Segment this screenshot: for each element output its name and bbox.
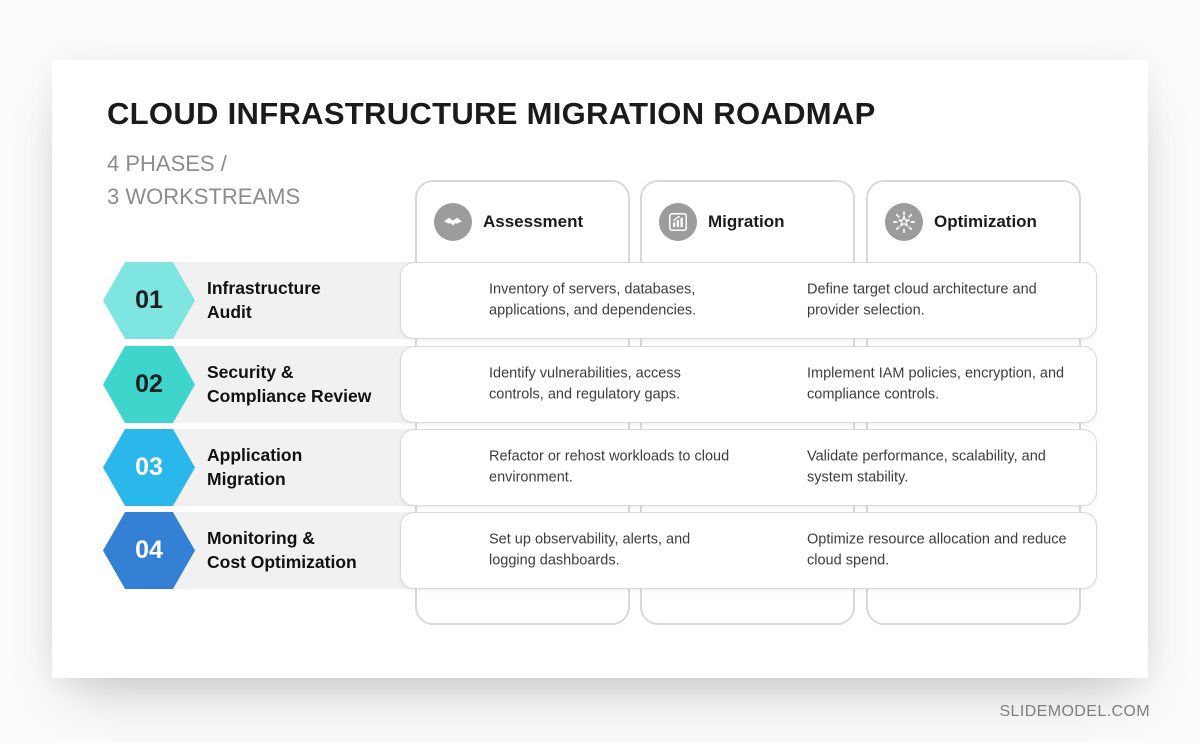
bar-chart-icon <box>659 203 697 241</box>
subtitle: 4 PHASES / 3 WORKSTREAMS <box>107 148 427 213</box>
workstream-label: Optimization <box>934 212 1037 231</box>
phase-04-hexagon: 04 <box>103 512 195 589</box>
phase-03-hexagon: 03 <box>103 429 195 506</box>
assessment-cell: Set up observability, alerts, and loggin… <box>489 530 691 569</box>
phase-number: 01 <box>135 286 163 314</box>
brand-watermark: SLIDEMODEL.COM <box>999 703 1150 720</box>
optimization-cell: Implement IAM policies, encryption, and … <box>807 364 1065 403</box>
phase-label-line-2: Audit <box>207 301 252 322</box>
subtitle-line-2: 3 WORKSTREAMS <box>107 183 301 209</box>
phase-label-line-1: Application <box>207 445 303 466</box>
phase-label-line-1: Monitoring & <box>207 528 315 549</box>
phase-label: Monitoring & Cost Optimization <box>207 512 422 589</box>
phase-row-strip <box>150 512 420 589</box>
slide: CLOUD INFRASTRUCTURE MIGRATION ROADMAP 4… <box>52 60 1148 678</box>
phase-02-hexagon: 02 <box>103 346 195 423</box>
subtitle-line-1: 4 PHASES / <box>107 151 227 176</box>
workstream-header: Migration <box>642 182 853 241</box>
optimization-cell: Optimize resource allocation and reduce … <box>807 530 1067 569</box>
phase-label-line-2: Compliance Review <box>207 385 372 406</box>
phase-row-strip <box>150 262 420 339</box>
phase-label-line-1: Security & <box>207 362 294 383</box>
phase-label-line-1: Infrastructure <box>207 278 321 299</box>
workstream-label: Assessment <box>483 212 584 231</box>
phase-row-strip <box>150 429 420 506</box>
phase-label: Application Migration <box>207 429 422 506</box>
starburst-icon <box>885 203 923 241</box>
assessment-cell: Refactor or rehost workloads to cloud en… <box>489 447 730 486</box>
phase-row-card: Set up observability, alerts, and loggin… <box>400 512 1097 589</box>
handshake-icon <box>434 203 472 241</box>
phase-row-strip <box>150 346 420 423</box>
phase-label-line-2: Cost Optimization <box>207 551 357 572</box>
phase-number: 03 <box>135 453 163 481</box>
phase-number: 04 <box>135 536 163 564</box>
phase-number: 02 <box>135 370 163 398</box>
optimization-cell: Define target cloud architecture and pro… <box>807 280 1037 319</box>
phase-row-card: Inventory of servers, databases, applica… <box>400 262 1097 339</box>
optimization-cell: Validate performance, scalability, and s… <box>807 447 1046 486</box>
phase-row-card: Refactor or rehost workloads to cloud en… <box>400 429 1097 506</box>
workstream-label: Migration <box>708 212 785 231</box>
assessment-cell: Identify vulnerabilities, access control… <box>489 364 681 403</box>
phase-label-line-2: Migration <box>207 468 286 489</box>
phase-row-card: Identify vulnerabilities, access control… <box>400 346 1097 423</box>
phase-01-hexagon: 01 <box>103 262 195 339</box>
workstream-header: Optimization <box>868 182 1079 241</box>
page-title: CLOUD INFRASTRUCTURE MIGRATION ROADMAP <box>107 96 876 131</box>
phase-label: Security & Compliance Review <box>207 346 422 423</box>
assessment-cell: Inventory of servers, databases, applica… <box>489 280 697 319</box>
phase-label: Infrastructure Audit <box>207 262 422 339</box>
workstream-header: Assessment <box>417 182 628 241</box>
